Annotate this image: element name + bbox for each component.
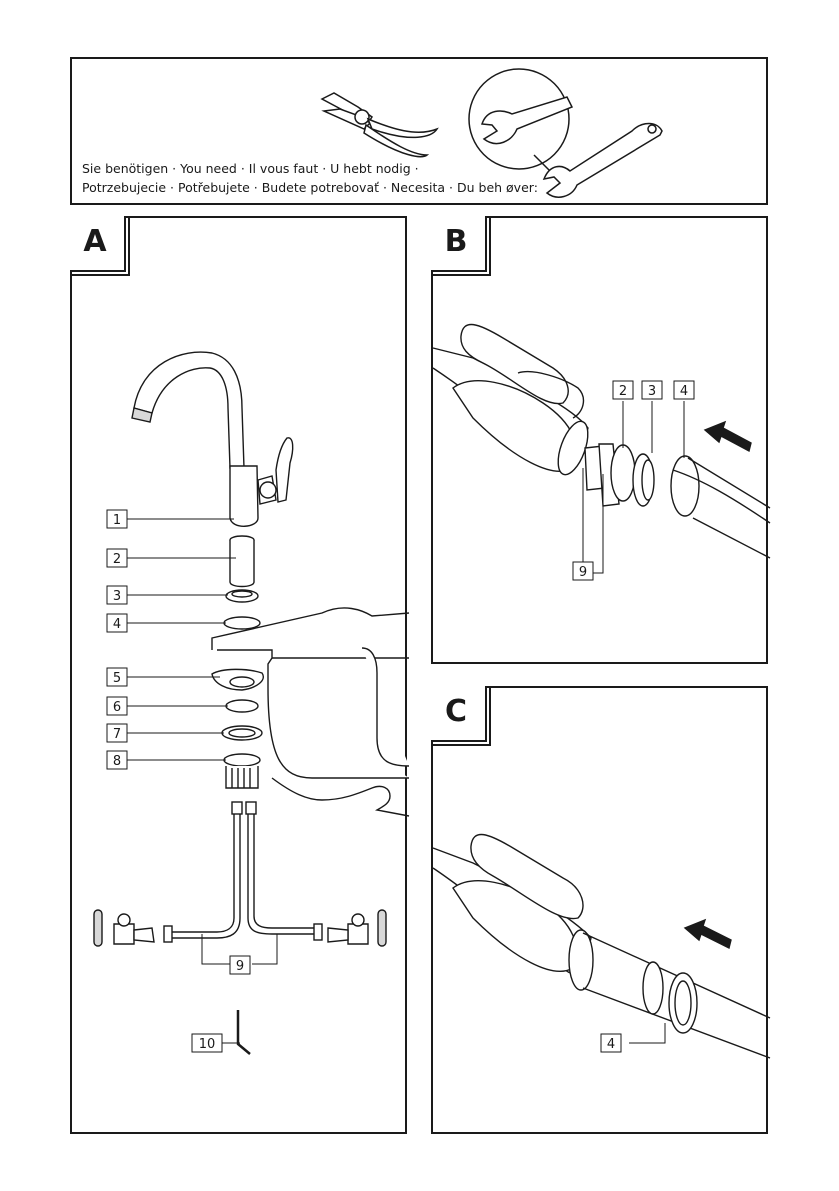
panel-a-exploded-view: A: [70, 216, 407, 1134]
angle-valve-right: [328, 910, 386, 946]
tools-required-box: Sie benötigen · You need · Il vous faut …: [70, 57, 768, 205]
part-number-label: 3: [648, 384, 656, 399]
faucet-lever: [276, 438, 293, 502]
tools-needed-line-2: Potrzebujecie · Potřebujete · Budete pot…: [82, 180, 538, 195]
part-number-label: 2: [619, 384, 627, 399]
faucet-body: [230, 466, 258, 526]
adjustable-wrench-icon: [469, 69, 662, 197]
part-number-label: 2: [113, 552, 121, 567]
supply-hose-left: [167, 808, 234, 932]
sleeve-assembly-diagram: 2 3 4 9: [433, 218, 770, 666]
part-number-label: 8: [113, 754, 121, 769]
part-number-label: 5: [113, 671, 121, 686]
part-number-label: 9: [579, 565, 587, 580]
part-number-label: 4: [113, 617, 121, 632]
part-number-label: 4: [607, 1037, 615, 1052]
faucet-spout: [134, 352, 244, 468]
pliers-icon: [322, 93, 437, 157]
part-number-label: 9: [236, 959, 244, 974]
part-number-label: 10: [199, 1037, 216, 1052]
part-number-label: 3: [113, 589, 121, 604]
faucet-exploded-diagram: 1 2 3 4 5 6 7 8 9 10: [72, 218, 409, 1136]
part-number-label: 6: [113, 700, 121, 715]
direction-arrow: [705, 422, 751, 451]
supply-hose-right: [248, 808, 317, 934]
angle-valve-left: [94, 910, 154, 946]
tools-needed-line-1: Sie benötigen · You need · Il vous faut …: [82, 161, 419, 176]
part-number-label: 4: [680, 384, 688, 399]
oring-install-diagram: 4: [433, 688, 770, 1136]
part-number-label: 7: [113, 727, 121, 742]
direction-arrow-c: [685, 920, 731, 948]
panel-c-oring-install: C 4: [431, 686, 768, 1134]
hex-key: [238, 1010, 250, 1054]
part-number-label: 1: [113, 513, 121, 528]
